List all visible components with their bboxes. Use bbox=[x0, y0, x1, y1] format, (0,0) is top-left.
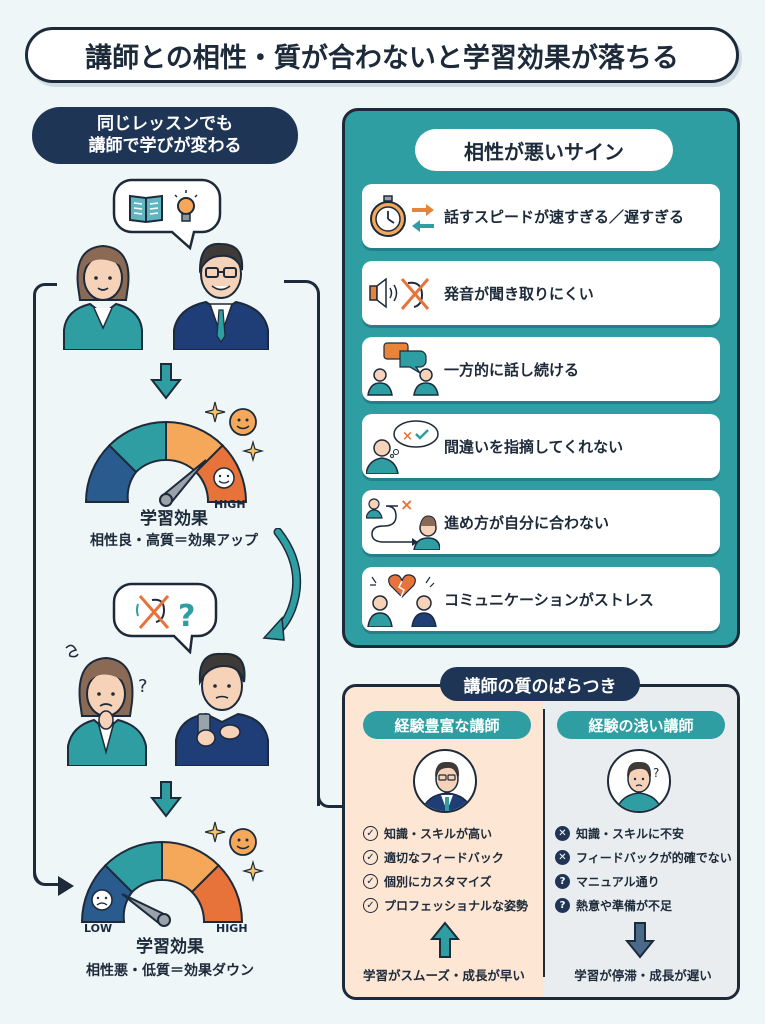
experienced-teacher-avatar bbox=[413, 749, 477, 813]
inexperienced-result: 学習が停滞・成長が遅い bbox=[574, 968, 712, 983]
smile-sparkle-icon-2 bbox=[205, 821, 265, 882]
lightbulb-icon bbox=[174, 190, 198, 222]
trait-item: ✕フィードバックが的確でない bbox=[555, 845, 732, 869]
gauge-bad-low-label: LOW bbox=[84, 922, 113, 935]
winding-path-icon: × bbox=[362, 490, 444, 554]
gauge-good-title: 学習効果 bbox=[140, 509, 208, 529]
smile-face-icon bbox=[213, 467, 235, 489]
experienced-label: 経験豊富な講師 bbox=[363, 711, 531, 739]
teacher-quality-panel: 経験豊富な講師 ✓知識・スキルが高い ✓適切なフィードバック ✓個別にカスタマイ… bbox=[342, 684, 740, 1000]
sign-item: 発音が聞き取りにくい bbox=[362, 261, 720, 325]
gauge-bad-caption: 相性悪・低質＝効果ダウン bbox=[86, 963, 254, 979]
sign-text: 話すスピードが速すぎる／遅すぎる bbox=[444, 207, 685, 226]
broken-heart-icon bbox=[362, 567, 444, 631]
speaker-ear-crossed-icon bbox=[362, 261, 444, 325]
speech-bubble-ideas bbox=[112, 178, 222, 250]
trait-item: ?熱意や準備が不足 bbox=[555, 893, 732, 917]
experienced-column: 経験豊富な講師 ✓知識・スキルが高い ✓適切なフィードバック ✓個別にカスタマイ… bbox=[345, 687, 543, 997]
sad-face-icon bbox=[91, 889, 113, 911]
student-phone-avatar bbox=[175, 652, 269, 766]
sign-text: コミュニケーションがストレス bbox=[444, 590, 654, 609]
one-sided-talk-icon bbox=[362, 337, 444, 401]
question-circle-icon: ? bbox=[555, 873, 570, 889]
confused-teacher-avatar: ? bbox=[65, 644, 148, 766]
gauge-bad-title: 学習効果 bbox=[136, 937, 204, 957]
x-circle-icon: ✕ bbox=[555, 825, 570, 841]
sign-text: 進め方が自分に合わない bbox=[444, 513, 610, 532]
gauge-good-chart bbox=[84, 420, 248, 507]
trait-item: ✓知識・スキルが高い bbox=[363, 821, 528, 845]
svg-text:?: ? bbox=[653, 766, 659, 780]
smile-sparkle-icon bbox=[205, 401, 265, 462]
sign-item: 話すスピードが速すぎる／遅すぎる bbox=[362, 184, 720, 248]
signs-title: 相性が悪いサイン bbox=[415, 129, 673, 171]
sign-item: コミュニケーションがストレス bbox=[362, 567, 720, 631]
question-circle-icon: ? bbox=[555, 897, 570, 913]
down-arrow-icon bbox=[150, 363, 182, 400]
gauge-good-high-label: HIGH bbox=[214, 498, 246, 511]
down-arrow-icon-2 bbox=[150, 781, 182, 818]
svg-text:×: × bbox=[400, 495, 413, 514]
inexperienced-column: 経験の浅い講師 ? ✕知識・スキルに不安 ✕フィードバックが的確でない ?マニュ… bbox=[543, 687, 737, 997]
gauge-good-caption: 相性良・高質＝効果アップ bbox=[90, 533, 258, 549]
column-divider bbox=[543, 709, 545, 977]
sign-item: × 進め方が自分に合わない bbox=[362, 490, 720, 554]
svg-text:×: × bbox=[402, 429, 413, 444]
sign-item: 一方的に話し続ける bbox=[362, 337, 720, 401]
experienced-result: 学習がスムーズ・成長が早い bbox=[363, 968, 525, 983]
connector-left-bottom bbox=[33, 860, 63, 886]
curved-arrow-icon bbox=[262, 528, 302, 641]
quality-title: 講師の質のばらつき bbox=[440, 667, 640, 701]
teacher-woman-avatar bbox=[63, 244, 143, 350]
ear-crossed-icon bbox=[136, 595, 170, 629]
pill-line-2: 講師で学びが変わる bbox=[88, 135, 242, 156]
teacher-man-avatar bbox=[173, 242, 269, 350]
speech-bubble-confused: ? bbox=[112, 582, 218, 654]
trait-item: ✓個別にカスタマイズ bbox=[363, 869, 528, 893]
sign-item: × 間違いを指摘してくれない bbox=[362, 414, 720, 478]
question-mark-icon: ? bbox=[178, 599, 195, 634]
inexperienced-label: 経験の浅い講師 bbox=[557, 711, 725, 739]
connector-right-bottom bbox=[317, 790, 345, 808]
up-arrow-icon bbox=[430, 921, 460, 958]
section-pill-same-lesson: 同じレッスンでも 講師で学びが変わる bbox=[32, 107, 298, 164]
trait-item: ?マニュアル通り bbox=[555, 869, 732, 893]
connector-left bbox=[33, 283, 57, 883]
sign-text: 一方的に話し続ける bbox=[444, 360, 580, 379]
inexperienced-traits-list: ✕知識・スキルに不安 ✕フィードバックが的確でない ?マニュアル通り ?熱意や準… bbox=[555, 821, 732, 917]
book-icon bbox=[129, 194, 163, 224]
inexperienced-teacher-avatar: ? bbox=[607, 749, 671, 813]
arrow-right-icon bbox=[58, 876, 74, 896]
trait-item: ✕知識・スキルに不安 bbox=[555, 821, 732, 845]
bad-compatibility-signs-panel: 相性が悪いサイン 話すスピードが速すぎる／遅すぎる bbox=[342, 108, 740, 648]
experienced-traits-list: ✓知識・スキルが高い ✓適切なフィードバック ✓個別にカスタマイズ ✓プロフェッ… bbox=[363, 821, 528, 917]
check-circle-icon: ✓ bbox=[363, 825, 378, 841]
check-circle-icon: ✓ bbox=[363, 873, 378, 889]
trait-item: ✓プロフェッショナルな姿勢 bbox=[363, 893, 528, 917]
gauge-bad-high-label: HIGH bbox=[216, 922, 248, 935]
trait-item: ✓適切なフィードバック bbox=[363, 845, 528, 869]
x-circle-icon: ✕ bbox=[555, 849, 570, 865]
svg-text:?: ? bbox=[138, 676, 148, 697]
down-arrow-icon-3 bbox=[625, 922, 655, 959]
check-circle-icon: ✓ bbox=[363, 849, 378, 865]
thought-mistake-icon: × bbox=[362, 414, 444, 478]
pill-line-1: 同じレッスンでも bbox=[97, 114, 233, 135]
stopwatch-swap-icon bbox=[362, 184, 444, 248]
gauge-bad-chart bbox=[80, 840, 244, 927]
sign-text: 発音が聞き取りにくい bbox=[444, 284, 594, 303]
page-title: 講師との相性・質が合わないと学習効果が落ちる bbox=[25, 27, 739, 83]
sign-text: 間違いを指摘してくれない bbox=[444, 437, 624, 456]
check-circle-icon: ✓ bbox=[363, 897, 378, 913]
connector-right bbox=[284, 280, 320, 806]
